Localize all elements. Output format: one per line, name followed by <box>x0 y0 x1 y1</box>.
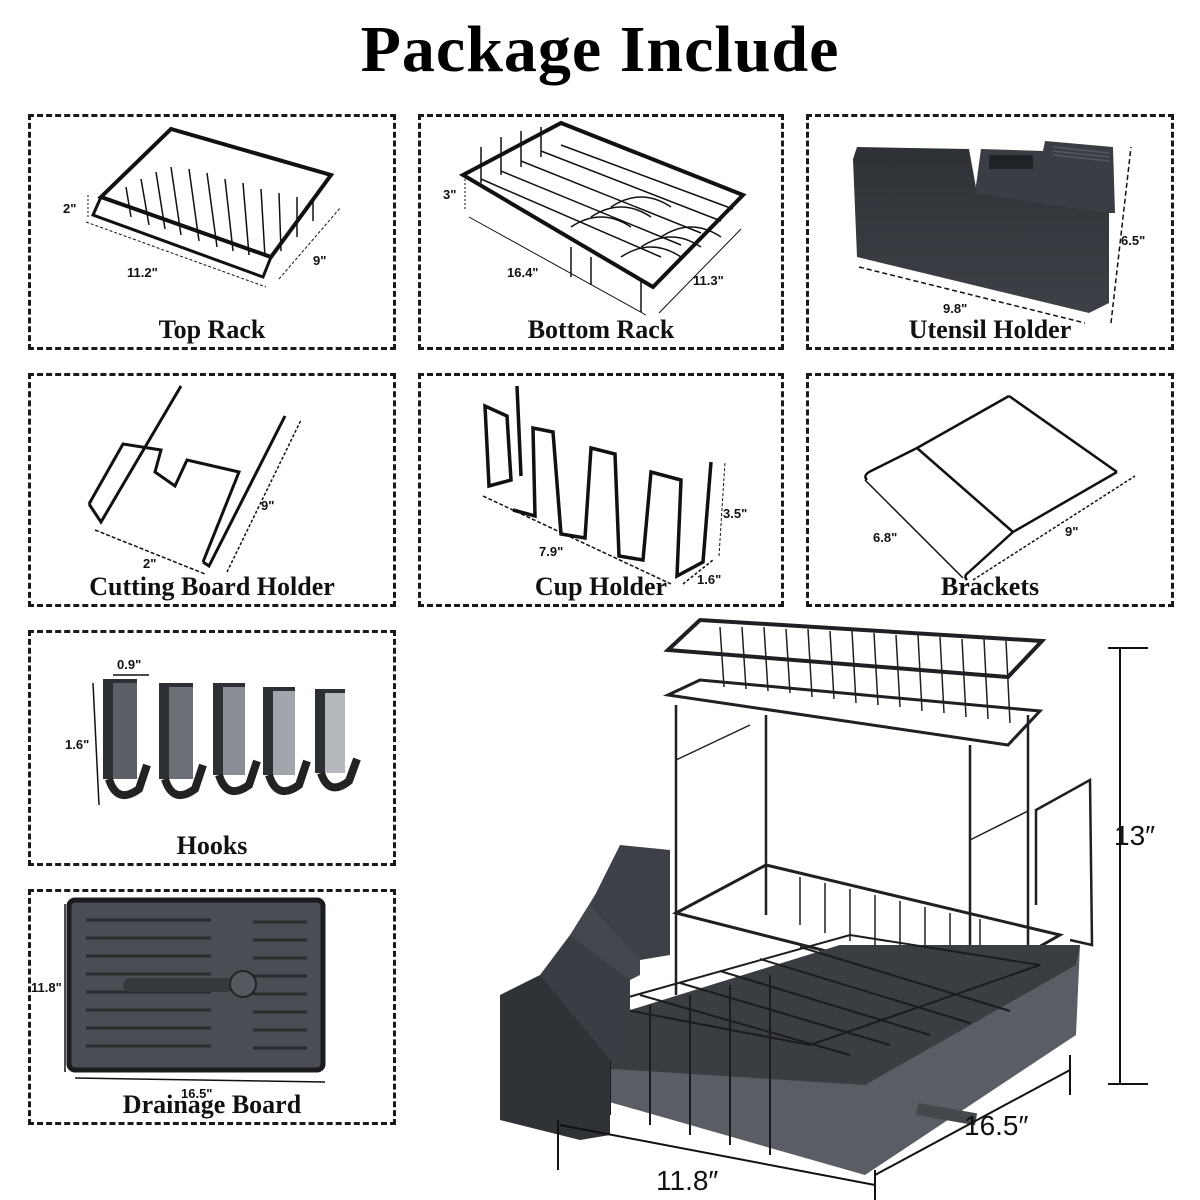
utensil-holder-illustration: 9.8" 6.5" <box>853 141 1145 324</box>
cup-holder-height-label: 3.5" <box>723 506 747 521</box>
cutting-board-holder-caption: Cutting Board Holder <box>89 572 335 601</box>
bottom-rack-height-label: 3" <box>443 187 456 202</box>
drainage-board-illustration: 11.8" 16.5" <box>31 897 326 1101</box>
panel-utensil-holder: 9.8" 6.5" Utensil Holder <box>806 114 1174 350</box>
hook-set <box>103 679 361 800</box>
bottom-rack-length-label: 16.4" <box>507 265 538 280</box>
utensil-holder-height-label: 6.5" <box>1121 233 1145 248</box>
bottom-rack-caption: Bottom Rack <box>527 315 675 344</box>
drainage-board-length-label: 16.5" <box>181 1086 212 1101</box>
assembled-rack-illustration: 13″ 16.5″ 11.8″ <box>500 617 1155 1200</box>
cup-holder-length-label: 7.9" <box>539 544 563 559</box>
brackets-illustration: 6.8" 9" <box>864 394 1136 581</box>
hooks-height-label: 1.6" <box>65 737 89 752</box>
brackets-width-label: 6.8" <box>873 530 897 545</box>
top-rack-caption: Top Rack <box>158 315 266 344</box>
brackets-length-label: 9" <box>1065 524 1078 539</box>
drainage-board-caption: Drainage Board <box>122 1090 302 1119</box>
top-rack-length-label: 11.2" <box>127 265 158 280</box>
panel-cup-holder: 7.9" 3.5" 1.6" Cup Holder <box>418 373 784 607</box>
top-rack-width-label: 9" <box>313 253 326 268</box>
utensil-holder-caption: Utensil Holder <box>908 315 1072 344</box>
bottom-rack-width-label: 11.3" <box>693 273 724 288</box>
assembled-height-label: 13″ <box>1114 820 1155 851</box>
drainage-board-height-label: 11.8" <box>31 980 62 995</box>
cutting-board-holder-width-label: 2" <box>143 556 156 571</box>
panel-top-rack: 2" 11.2" 9" Top Rack <box>28 114 396 350</box>
assembled-width-label: 11.8″ <box>656 1165 718 1196</box>
assembled-dish-rack: 13″ 16.5″ 11.8″ <box>480 615 1200 1200</box>
panel-hooks: 0.9" 1.6" Hooks <box>28 630 396 866</box>
panel-brackets: 6.8" 9" Brackets <box>806 373 1174 607</box>
utensil-holder-length-label: 9.8" <box>943 301 967 316</box>
top-rack-height-label: 2" <box>63 201 76 216</box>
panel-drainage-board: 11.8" 16.5" Drainage Board <box>28 889 396 1125</box>
hooks-width-label: 0.9" <box>117 657 141 672</box>
cup-holder-illustration: 7.9" 3.5" 1.6" <box>482 385 747 587</box>
assembled-depth-label: 16.5″ <box>964 1110 1028 1141</box>
brackets-caption: Brackets <box>940 572 1040 601</box>
hooks-illustration: 0.9" 1.6" <box>65 657 361 806</box>
cutting-board-holder-length-label: 9" <box>261 498 274 513</box>
panel-cutting-board-holder: 2" 9" Cutting Board Holder <box>28 373 396 607</box>
cutting-board-holder-illustration: 2" 9" <box>87 385 302 575</box>
hooks-caption: Hooks <box>176 831 248 860</box>
bottom-rack-illustration: 3" 16.4" 11.3" <box>443 120 747 316</box>
cup-holder-caption: Cup Holder <box>534 572 668 601</box>
page-title: Package Include <box>360 13 840 86</box>
panel-bottom-rack: 3" 16.4" 11.3" Bottom Rack <box>418 114 784 350</box>
top-rack-illustration: 2" 11.2" 9" <box>63 126 342 288</box>
cup-holder-depth-label: 1.6" <box>697 572 721 587</box>
